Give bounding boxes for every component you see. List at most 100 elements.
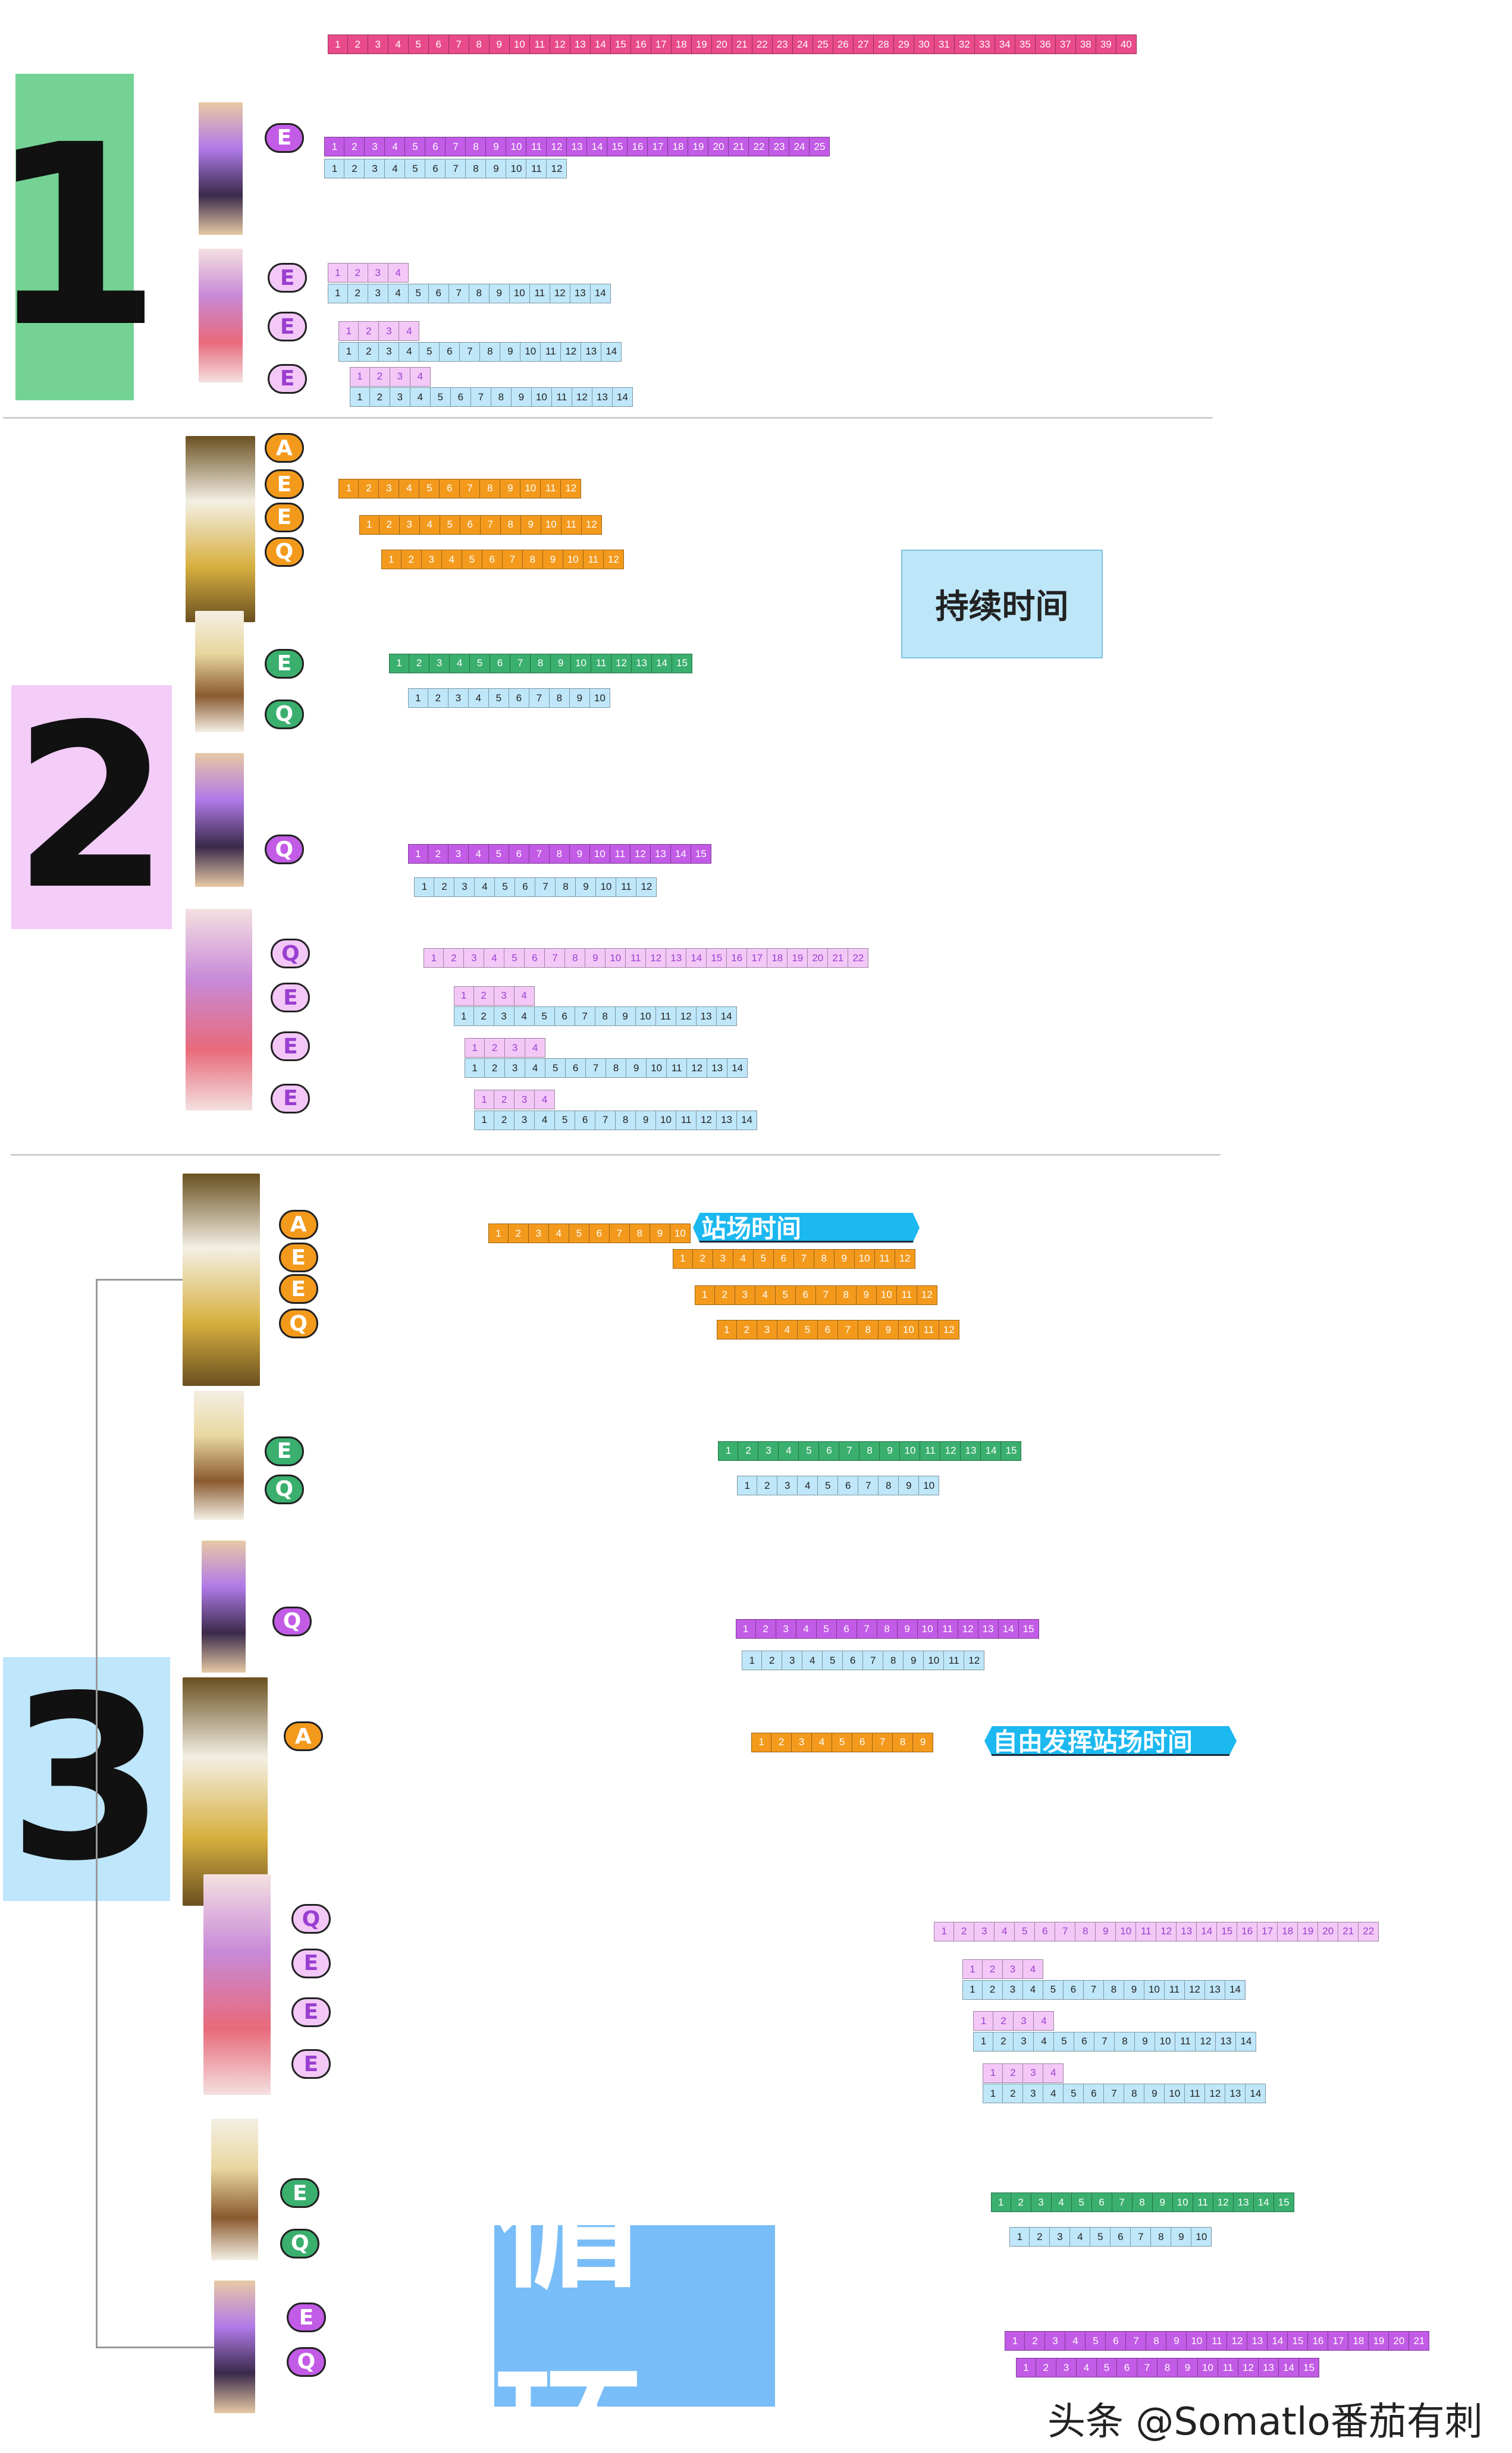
timeline-cell: 13 <box>581 341 602 362</box>
timeline-cell: 18 <box>1278 1921 1298 1941</box>
character-portrait <box>183 1677 268 1906</box>
timeline-cell: 14 <box>590 283 611 303</box>
timeline-cell: 2 <box>401 550 422 570</box>
timeline-cell: 12 <box>547 137 567 157</box>
timeline-cell: 19 <box>688 137 709 157</box>
timeline-cell: 4 <box>1076 2358 1097 2378</box>
timeline-cell: 1 <box>718 1441 739 1461</box>
timeline-cell: 8 <box>500 515 521 535</box>
timeline-cell: 12 <box>1184 1980 1205 2000</box>
timeline-cell: 7 <box>1137 2358 1157 2378</box>
timeline-cell: 2 <box>1003 2084 1024 2104</box>
timeline-cell: 28 <box>873 34 894 55</box>
timeline-cell: 2 <box>485 1038 506 1058</box>
timeline-cell: 7 <box>575 1006 595 1027</box>
timeline-cell: 36 <box>1035 34 1056 55</box>
timeline-cell: 1 <box>324 159 345 179</box>
timeline-cell: 10 <box>917 1619 938 1639</box>
timeline-cell: 4 <box>1051 2192 1072 2213</box>
timeline-cell: 17 <box>1257 1921 1278 1941</box>
timeline-cell: 21 <box>1338 1921 1359 1941</box>
timeline-cell: 4 <box>777 1320 798 1340</box>
timeline-cell: 16 <box>630 34 651 55</box>
timeline-cell: 10 <box>509 34 530 55</box>
timeline-cell: 7 <box>460 478 481 498</box>
timeline-cell: 9 <box>1166 2331 1187 2351</box>
timeline-cell: 1 <box>694 1285 715 1305</box>
timeline-cell: 11 <box>526 137 547 157</box>
timeline-cell: 31 <box>934 34 955 55</box>
timeline-cell: 3 <box>713 1249 733 1269</box>
timeline-cell: 5 <box>555 1110 576 1130</box>
timeline-cell: 8 <box>616 1110 636 1130</box>
timeline-cell: 5 <box>797 1320 818 1340</box>
timeline-cell: 21 <box>1409 2331 1430 2351</box>
timeline-cell: 5 <box>1071 2192 1092 2213</box>
timeline-cell: 2 <box>428 688 448 708</box>
timeline-cell: 3 <box>429 653 450 673</box>
timeline-cell: 3 <box>421 550 442 570</box>
timeline-cell: 1 <box>453 986 474 1006</box>
timeline-cell: 10 <box>506 159 527 179</box>
timeline-cell: 12 <box>939 1320 959 1340</box>
timeline-cell: 3 <box>1023 2084 1044 2104</box>
timeline-cell: 6 <box>575 1110 596 1130</box>
timeline-cell: 5 <box>545 1058 566 1078</box>
timeline-cell: 6 <box>836 1619 857 1639</box>
timeline-cell: 9 <box>500 478 521 498</box>
timeline-cell: 12 <box>547 159 567 179</box>
timeline-cell: 17 <box>651 34 672 55</box>
timeline-cell: 15 <box>610 34 631 55</box>
timeline-cell: 3 <box>1023 2063 1044 2083</box>
timeline-cell: 1 <box>338 478 359 498</box>
timeline-cell: 5 <box>1090 2227 1111 2247</box>
timeline-cell: 5 <box>534 1006 555 1027</box>
timeline-cell: 13 <box>666 948 687 968</box>
timeline-cell: 11 <box>551 387 572 407</box>
timeline-cell: 1 <box>465 1038 485 1058</box>
timeline-cell: 8 <box>549 688 570 708</box>
timeline-cell: 4 <box>779 1441 799 1461</box>
timeline-cell: 3 <box>758 1441 779 1461</box>
timeline-cell: 29 <box>893 34 914 55</box>
timeline-cell: 4 <box>410 366 431 387</box>
timeline-cell: 1 <box>983 2084 1003 2104</box>
timeline-cell: 7 <box>1094 2031 1115 2052</box>
timeline-cell: 5 <box>405 159 426 179</box>
timeline-cell: 10 <box>520 478 541 498</box>
timeline-cell: 2 <box>369 387 390 407</box>
timeline-cell: 12 <box>676 1006 697 1027</box>
section-divider <box>3 417 1213 419</box>
timeline-cell: 3 <box>1002 1980 1023 2000</box>
timeline-cell: 12 <box>895 1249 915 1269</box>
timeline-cell: 10 <box>1197 2358 1218 2378</box>
timeline-cell: 1 <box>742 1651 763 1671</box>
timeline-cell: 7 <box>793 1249 814 1269</box>
timeline-cell: 14 <box>1225 1980 1246 2000</box>
skill-badge-e: E <box>268 363 308 394</box>
timeline-cell: 1 <box>962 1959 983 1980</box>
timeline-cell: 14 <box>1278 2358 1299 2378</box>
timeline-cell: 16 <box>1308 2331 1329 2351</box>
timeline-cell: 24 <box>789 137 810 157</box>
timeline-cell: 7 <box>529 844 550 864</box>
timeline-cell: 2 <box>1036 2358 1056 2378</box>
timeline-cell: 11 <box>1193 2192 1213 2213</box>
timeline-cell: 7 <box>446 137 466 157</box>
timeline-cell: 12 <box>561 478 582 498</box>
timeline-cell: 2 <box>738 1441 759 1461</box>
timeline-cell: 14 <box>1197 1921 1218 1941</box>
timeline-cell: 12 <box>958 1619 978 1639</box>
